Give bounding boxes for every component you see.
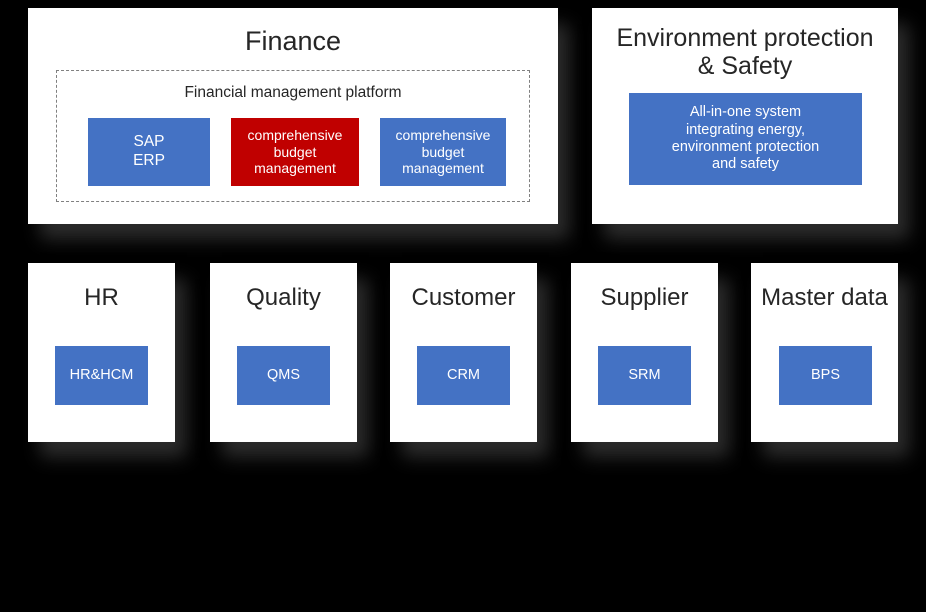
environment-safety-title-line2: & Safety: [697, 52, 793, 80]
supplier-box-srm[interactable]: SRM: [598, 346, 691, 405]
quality-box-qms[interactable]: QMS: [237, 346, 330, 405]
supplier-title: Supplier: [600, 284, 689, 311]
finance-box-budget-red-line3: management: [254, 160, 336, 177]
environment-safety-box-line2: integrating energy,: [685, 121, 806, 138]
customer-title: Customer: [411, 284, 516, 311]
quality-title: Quality: [246, 284, 321, 311]
finance-box-budget-red-line2: budget: [273, 143, 317, 160]
finance-box-budget-blue-line1: comprehensive: [395, 126, 491, 143]
environment-safety-box-line4: and safety: [712, 156, 779, 173]
environment-safety-title: Environment protection & Safety: [592, 24, 898, 80]
finance-title: Finance: [244, 26, 342, 56]
finance-box-budget-blue-line2: budget: [421, 143, 465, 160]
environment-safety-box-line3: environment protection: [671, 139, 820, 155]
finance-box-budget-management-blue[interactable]: comprehensive budget management: [380, 118, 506, 186]
master-data-box-bps[interactable]: BPS: [779, 346, 872, 405]
financial-management-platform-label: Financial management platform: [184, 84, 402, 101]
finance-box-budget-management-red[interactable]: comprehensive budget management: [231, 118, 359, 186]
finance-box-sap-erp-line2: ERP: [133, 152, 165, 169]
finance-box-sap-erp[interactable]: SAP ERP: [88, 118, 210, 186]
customer-box-crm[interactable]: CRM: [417, 346, 510, 405]
environment-safety-box[interactable]: All-in-one system integrating energy, en…: [629, 93, 862, 185]
master-data-title: Master data: [761, 284, 888, 311]
finance-box-budget-red-line1: comprehensive: [247, 126, 343, 143]
financial-management-platform-group: Financial management platform: [56, 70, 530, 202]
finance-box-budget-blue-line3: management: [402, 160, 484, 177]
environment-safety-title-line1: Environment protection: [616, 24, 874, 52]
finance-box-sap-erp-line1: SAP: [133, 133, 165, 151]
finance-card: Finance Financial management platform: [28, 8, 558, 224]
hr-title: HR: [84, 284, 119, 311]
hr-box-hrhcm[interactable]: HR&HCM: [55, 346, 148, 405]
environment-safety-box-line1: All-in-one system: [689, 104, 802, 121]
